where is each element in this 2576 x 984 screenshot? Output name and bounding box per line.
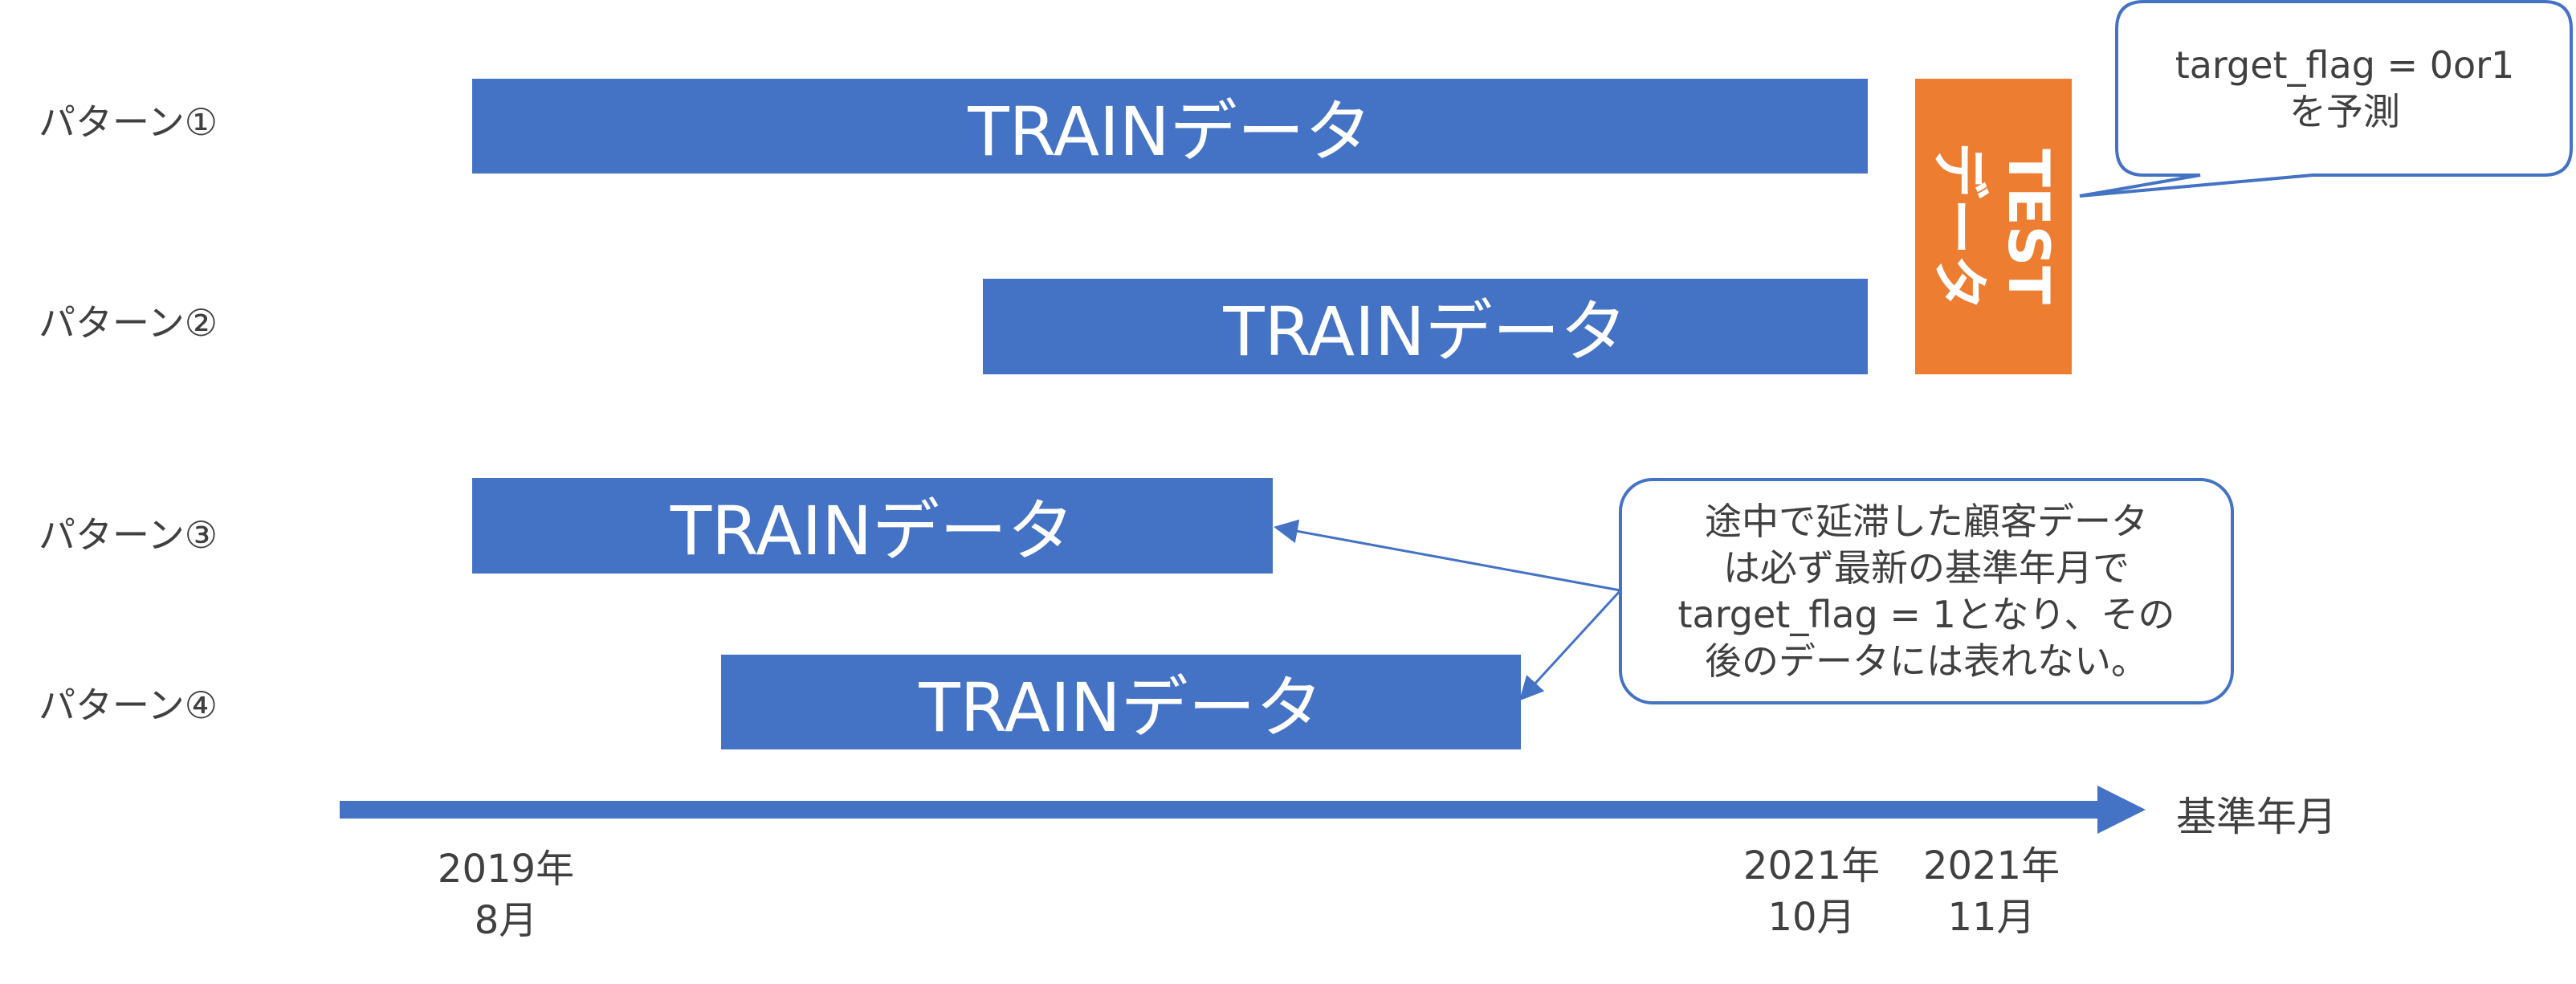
pattern-1-train-label: TRAINデータ [968,92,1372,171]
pattern-4-label: パターン④ [39,684,218,727]
date-label-2021-11: 2021年 11月 [1922,843,2060,940]
timeline-axis-arrow [340,786,2146,834]
pattern-3-label: パターン③ [39,513,218,557]
pattern-2-label: パターン② [39,301,218,345]
pattern-1-label: パターン① [39,100,218,144]
connector-to-pattern3 [1274,519,1621,592]
pattern-4-train-label: TRAINデータ [919,668,1323,747]
pattern-3-train-label: TRAINデータ [670,492,1075,570]
predict-callout-bubble [2079,0,2573,198]
date-label-2021-10: 2021年 10月 [1742,843,1881,940]
pattern-4-train-bar: TRAINデータ [721,655,1521,749]
connector-to-pattern4 [1518,589,1622,701]
test-data-box: TEST データ [1915,79,2072,374]
pattern-2-train-label: TRAINデータ [1223,292,1628,371]
test-data-label: TEST データ [1926,142,2061,311]
delinquent-callout-text: 途中で延滞した顧客データ は必ず最新の基準年月で target_flag = 1… [1677,500,2175,683]
date-label-2019-08: 2019年 8月 [437,847,575,943]
pattern-3-train-bar: TRAINデータ [472,478,1273,574]
axis-label: 基準年月 [2176,794,2337,840]
pattern-1-train-bar: TRAINデータ [472,79,1868,174]
predict-callout-text: target_flag = 0or1 を予測 [2175,43,2515,133]
pattern-2-train-bar: TRAINデータ [983,279,1868,374]
